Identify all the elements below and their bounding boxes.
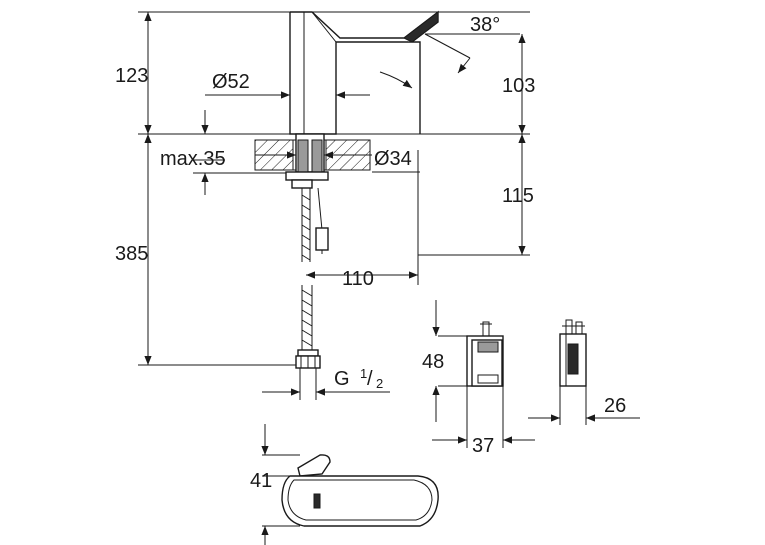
dim-d34: Ø34 bbox=[255, 148, 420, 173]
dim-110: 110 bbox=[306, 150, 419, 290]
dim-385: 385 bbox=[115, 134, 152, 365]
sensor-top-view bbox=[262, 454, 439, 527]
dim-thread-label: G bbox=[334, 368, 350, 390]
control-box-front bbox=[438, 321, 504, 448]
dim-115-label: 115 bbox=[502, 185, 534, 207]
dim-103: 103 bbox=[502, 34, 535, 134]
dim-48-label: 48 bbox=[422, 351, 444, 373]
dim-d34-label: Ø34 bbox=[374, 148, 412, 170]
dim-123: 123 bbox=[115, 12, 152, 134]
control-box-side bbox=[559, 319, 587, 425]
dim-37: 37 bbox=[432, 435, 535, 457]
extension-lines bbox=[138, 11, 530, 366]
dim-max35: max.35 bbox=[160, 110, 226, 195]
dim-123-label: 123 bbox=[115, 65, 148, 87]
dim-d52-label: Ø52 bbox=[212, 71, 250, 93]
svg-text:/: / bbox=[367, 368, 373, 390]
dim-26-label: 26 bbox=[604, 395, 626, 417]
dim-max35-label: max.35 bbox=[160, 148, 226, 170]
dim-110-label: 110 bbox=[342, 268, 374, 290]
dim-thread: G 1 / 2 bbox=[262, 366, 390, 396]
shank-assembly bbox=[285, 133, 329, 262]
dim-thread-num: 1 bbox=[360, 366, 367, 381]
dim-41-label: 41 bbox=[250, 470, 272, 492]
dim-115: 115 bbox=[502, 134, 534, 255]
dim-37-label: 37 bbox=[472, 435, 494, 457]
dim-angle-label: 38° bbox=[470, 14, 500, 36]
dim-d52: Ø52 bbox=[205, 71, 370, 99]
dim-26: 26 bbox=[528, 395, 640, 422]
faucet-body bbox=[289, 10, 439, 135]
dim-385-label: 385 bbox=[115, 243, 148, 265]
dim-41: 41 bbox=[250, 424, 300, 545]
dim-angle: 38° bbox=[379, 14, 520, 89]
supply-hose bbox=[295, 285, 321, 400]
dim-48: 48 bbox=[422, 300, 444, 422]
dim-thread-den: 2 bbox=[376, 376, 383, 391]
dim-103-label: 103 bbox=[502, 75, 535, 97]
